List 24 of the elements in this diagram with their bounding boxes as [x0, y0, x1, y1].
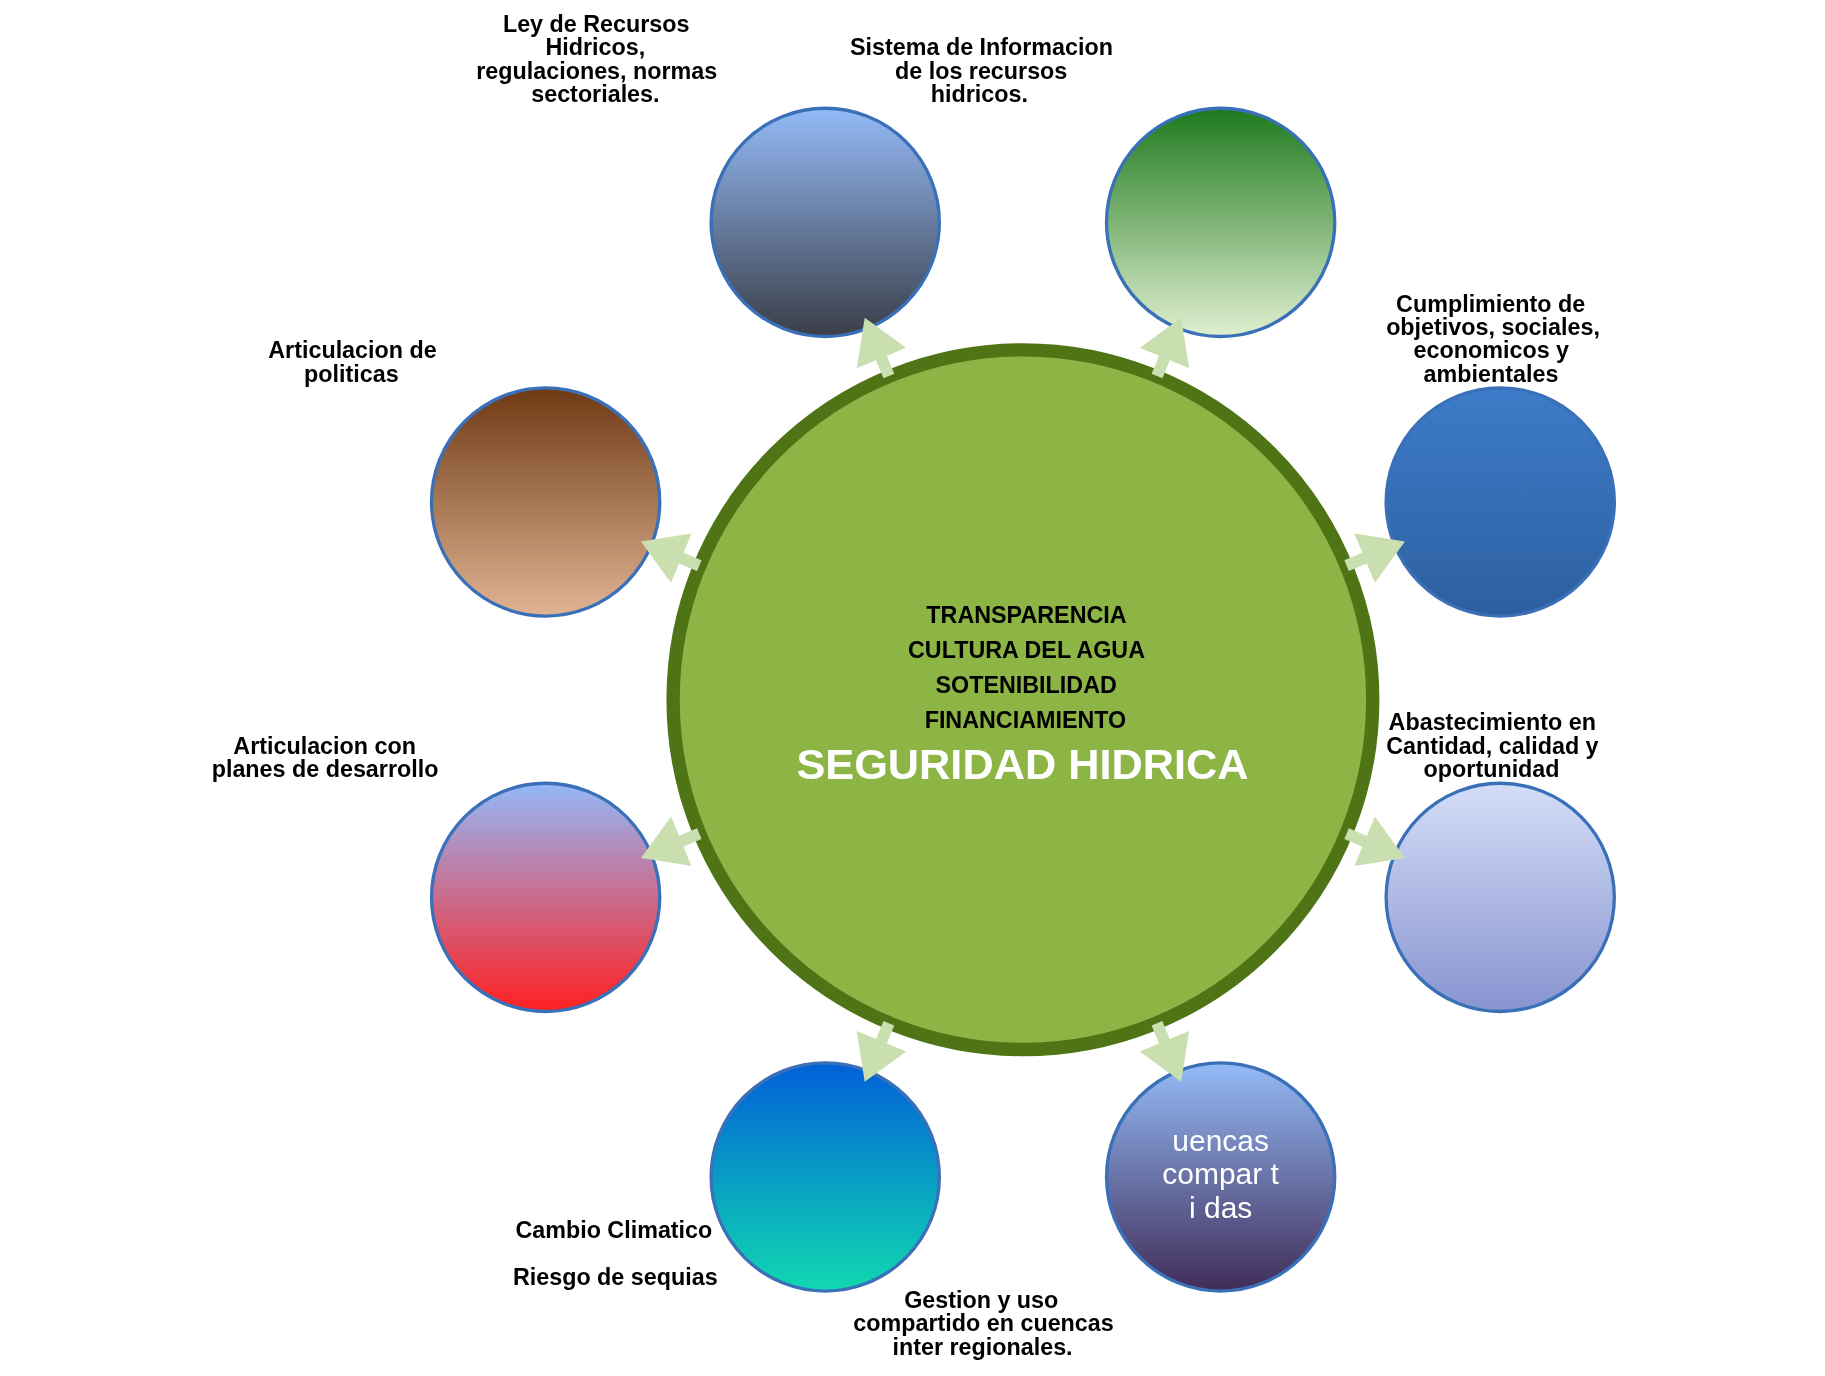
node-label: Riesgo de sequias — [512, 1263, 718, 1290]
node-circle: TRANSPARENCIA CULTURA DEL AGUA SOTENIBILIDAD FINANCIAMIENTO SEGURIDAD HIDRICA — [665, 343, 1379, 1057]
node-circle — [708, 106, 941, 339]
node-circle — [1104, 106, 1336, 339]
node-label: Sistema de Informacion de los recursos hidricos. — [849, 34, 1113, 107]
arrow — [1139, 317, 1189, 379]
node-circle — [1383, 781, 1616, 1014]
arrow — [856, 1021, 906, 1082]
arrow — [640, 816, 701, 866]
arrow — [1139, 1021, 1189, 1082]
node-label: Ley de Recursos Hidricos, regulaciones, normas sectoriales. — [475, 10, 717, 107]
node-circle — [429, 386, 661, 618]
node-label: Articulacion de politicas — [267, 337, 437, 387]
node-label: Abastecimiento en Cantidad, calidad y oportunidad — [1385, 709, 1599, 782]
node-circle — [1383, 386, 1616, 618]
node-label: Cambio Climatico — [514, 1217, 712, 1244]
node-circle: uencas compar t i das — [1104, 1061, 1336, 1293]
node-circle — [429, 781, 661, 1014]
arrow — [1343, 533, 1405, 583]
arrow — [640, 533, 701, 583]
node-label: Articulacion con planes de desarrollo — [211, 732, 438, 782]
arrow — [856, 317, 906, 379]
node-label: Cumplimiento de objetivos, sociales, economicos y ambientales — [1385, 290, 1600, 387]
arrow — [1343, 816, 1405, 866]
